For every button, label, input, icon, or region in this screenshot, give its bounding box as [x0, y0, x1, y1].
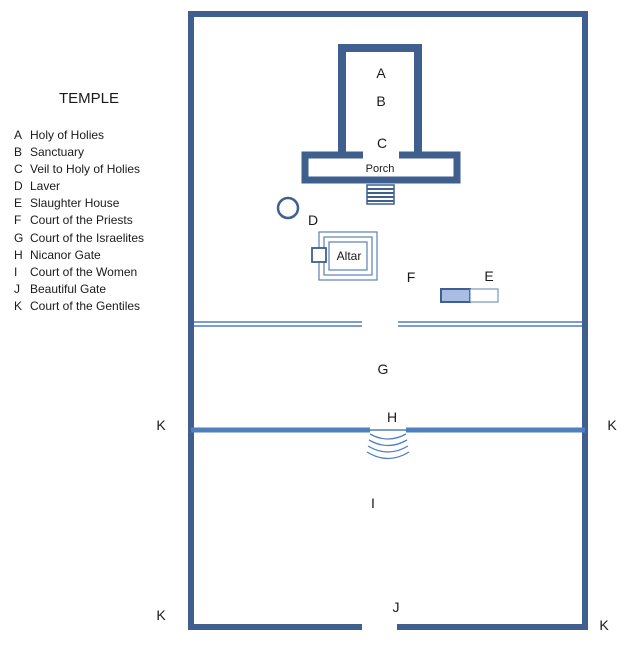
legend-label: Slaughter House	[30, 196, 120, 211]
altar-ramp	[311, 247, 327, 263]
legend-key: J	[14, 281, 20, 296]
legend-label: Court of the Israelites	[30, 230, 145, 245]
altar-inner	[328, 241, 368, 271]
label-g: G	[378, 361, 389, 377]
legend-title: TEMPLE	[59, 90, 120, 107]
legend-label: Court of the Gentiles	[30, 298, 141, 313]
legend-label: Laver	[30, 179, 61, 194]
legend: A Holy of Holies B Sanctuary C Veil to Holy…	[14, 127, 144, 315]
label-k-right-bottom: K	[599, 617, 609, 633]
legend-item-i: I Court of the Women	[14, 264, 144, 281]
label-k-left-bottom: K	[156, 607, 166, 623]
altar-label: Altar	[337, 249, 362, 263]
nicanor-step-arc	[368, 439, 408, 447]
legend-key: E	[14, 196, 23, 211]
porch-label: Porch	[366, 163, 395, 175]
label-b: B	[376, 93, 385, 109]
label-i: I	[371, 495, 375, 511]
legend-item-d: D Laver	[14, 178, 144, 195]
legend-key: G	[14, 230, 24, 245]
legend-label: Court of the Women	[30, 264, 138, 279]
outer-wall	[188, 11, 588, 630]
legend-key: D	[14, 179, 23, 194]
legend-item-a: A Holy of Holies	[14, 127, 144, 144]
label-k-right-mid: K	[607, 417, 617, 433]
slaughter-house-block	[440, 288, 471, 303]
legend-item-c: C Veil to Holy of Holies	[14, 161, 144, 178]
label-c: C	[377, 135, 387, 151]
veil-opening	[363, 148, 399, 160]
legend-label: Veil to Holy of Holies	[30, 162, 141, 177]
legend-item-b: B Sanctuary	[14, 144, 144, 161]
nicanor-step-arc	[367, 445, 409, 453]
legend-label: Court of the Priests	[30, 213, 133, 228]
legend-key: K	[14, 298, 23, 313]
legend-key: H	[14, 247, 23, 262]
slaughter-house-annex	[469, 288, 499, 303]
label-a: A	[376, 65, 386, 81]
label-e: E	[484, 268, 493, 284]
label-h: H	[387, 409, 397, 425]
nicanor-step-arc	[366, 451, 410, 460]
label-j: J	[393, 599, 400, 615]
legend-label: Holy of Holies	[30, 128, 105, 142]
label-d: D	[308, 212, 318, 228]
legend-item-k: K Court of the Gentiles	[14, 298, 144, 315]
legend-key: F	[14, 213, 22, 228]
label-f: F	[407, 269, 416, 285]
laver-circle	[276, 196, 300, 220]
nicanor-step-arc	[369, 433, 407, 440]
legend-item-f: F Court of the Priests	[14, 212, 144, 229]
legend-label: Beautiful Gate	[30, 281, 107, 296]
legend-key: C	[14, 162, 23, 177]
legend-item-g: G Court of the Israelites	[14, 230, 144, 247]
legend-key: A	[14, 128, 23, 142]
legend-key: I	[14, 264, 18, 279]
legend-key: B	[14, 145, 23, 160]
legend-item-j: J Beautiful Gate	[14, 281, 144, 298]
label-k-left-mid: K	[156, 417, 166, 433]
legend-item-h: H Nicanor Gate	[14, 247, 144, 264]
legend-item-e: E Slaughter House	[14, 195, 144, 212]
legend-label: Sanctuary	[30, 145, 85, 160]
legend-label: Nicanor Gate	[30, 247, 101, 262]
